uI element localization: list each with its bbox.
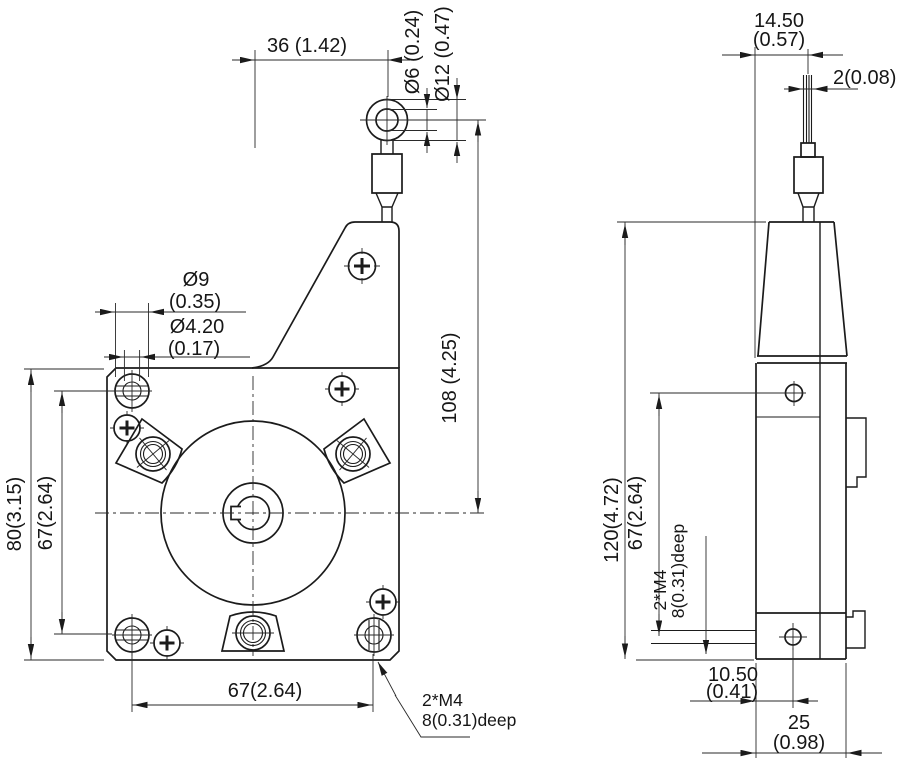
- side-view: 14.50 (0.57) 2(0.08) 120(4.72) 67(2.64) …: [601, 10, 896, 758]
- corner-hole-bottom-left: [112, 614, 152, 656]
- side-screw-hole-upper: [783, 381, 806, 406]
- dim-80-left: 80(3.15): [4, 368, 104, 661]
- dim-1050-label-2: (0.41): [706, 681, 758, 703]
- dim-67-bottom-label: 67(2.64): [228, 680, 303, 702]
- side-tab-lower: [846, 610, 866, 649]
- corner-hole-bottom-right: [354, 614, 394, 656]
- dim-1050: 10.50 (0.41): [690, 648, 818, 758]
- tower-screw: [344, 248, 380, 284]
- dim-25: 25 (0.98): [702, 663, 882, 758]
- side-screw-hole-lower: [651, 623, 807, 650]
- dim-d420-label-1: Ø4.20: [170, 316, 224, 338]
- dim-eyelet-diameters: Ø6 (0.24) Ø12 (0.47): [383, 6, 466, 163]
- note-m4-side: 2*M4 8(0.31)deep: [650, 524, 710, 654]
- outlet-tower: [251, 221, 400, 369]
- dim-25-label-2: (0.98): [773, 732, 825, 754]
- dim-108: 108 (4.25): [360, 119, 486, 513]
- dim-67-left: 67(2.64): [35, 390, 112, 635]
- phillips-screw: [366, 585, 400, 619]
- dim-1450: 14.50 (0.57): [722, 10, 843, 358]
- dim-67-side-label: 67(2.64): [625, 476, 647, 551]
- note-m4-front-label-1: 2*M4: [422, 690, 463, 710]
- dim-120-label: 120(4.72): [601, 477, 623, 563]
- mounting-plate: [106, 367, 400, 661]
- wire-fitting: [793, 142, 824, 222]
- wire-eyelet: [365, 96, 409, 222]
- dim-80-label: 80(3.15): [4, 477, 26, 552]
- dim-2: 2(0.08): [784, 67, 896, 93]
- dim-67-bottom: 67(2.64): [131, 653, 374, 712]
- phillips-screw: [325, 372, 359, 406]
- dim-1450-label-2: (0.57): [753, 29, 805, 51]
- dim-counterbore: Ø9 (0.35) Ø4.20 (0.17): [95, 269, 250, 381]
- note-m4-side-label-1: 2*M4: [650, 569, 670, 610]
- phillips-screw: [110, 411, 144, 445]
- dim-1450-label-1: 14.50: [754, 10, 804, 32]
- clamp-upper-left: [114, 417, 183, 485]
- note-m4-side-label-2: 8(0.31)deep: [668, 524, 688, 618]
- tapered-head: [757, 221, 848, 364]
- dim-25-label-1: 25: [788, 712, 810, 734]
- dim-67-left-label: 67(2.64): [35, 476, 57, 551]
- dim-67-side: 67(2.64): [625, 392, 783, 636]
- dim-d9-label-2: (0.35): [169, 291, 221, 313]
- clamp-upper-right: [323, 417, 392, 485]
- phillips-screw: [150, 626, 184, 659]
- note-m4-front: 2*M4 8(0.31)deep: [377, 661, 516, 738]
- dim-36: 36 (1.42): [232, 35, 410, 148]
- dim-d420-label-2: (0.17): [168, 338, 220, 360]
- front-view: 36 (1.42) Ø6 (0.24) Ø12 (0.47) Ø9 (0.35)…: [4, 6, 516, 738]
- dim-d12-label: Ø12 (0.47): [432, 6, 454, 102]
- wire: [802, 75, 813, 143]
- dim-120: 120(4.72): [601, 221, 766, 661]
- side-tab-upper: [846, 417, 867, 488]
- dim-d9-label-1: Ø9: [183, 269, 210, 291]
- dim-2-label: 2(0.08): [833, 67, 896, 89]
- dim-d6-label: Ø6 (0.24): [402, 10, 424, 94]
- corner-hole-top-left: [112, 370, 152, 412]
- dim-1050-label-1: 10.50: [708, 664, 758, 686]
- clamp-bottom: [220, 611, 286, 652]
- dim-108-label: 108 (4.25): [439, 332, 461, 423]
- sensor-body: [755, 222, 847, 660]
- note-m4-front-label-2: 8(0.31)deep: [422, 710, 516, 730]
- dim-36-label: 36 (1.42): [267, 35, 347, 57]
